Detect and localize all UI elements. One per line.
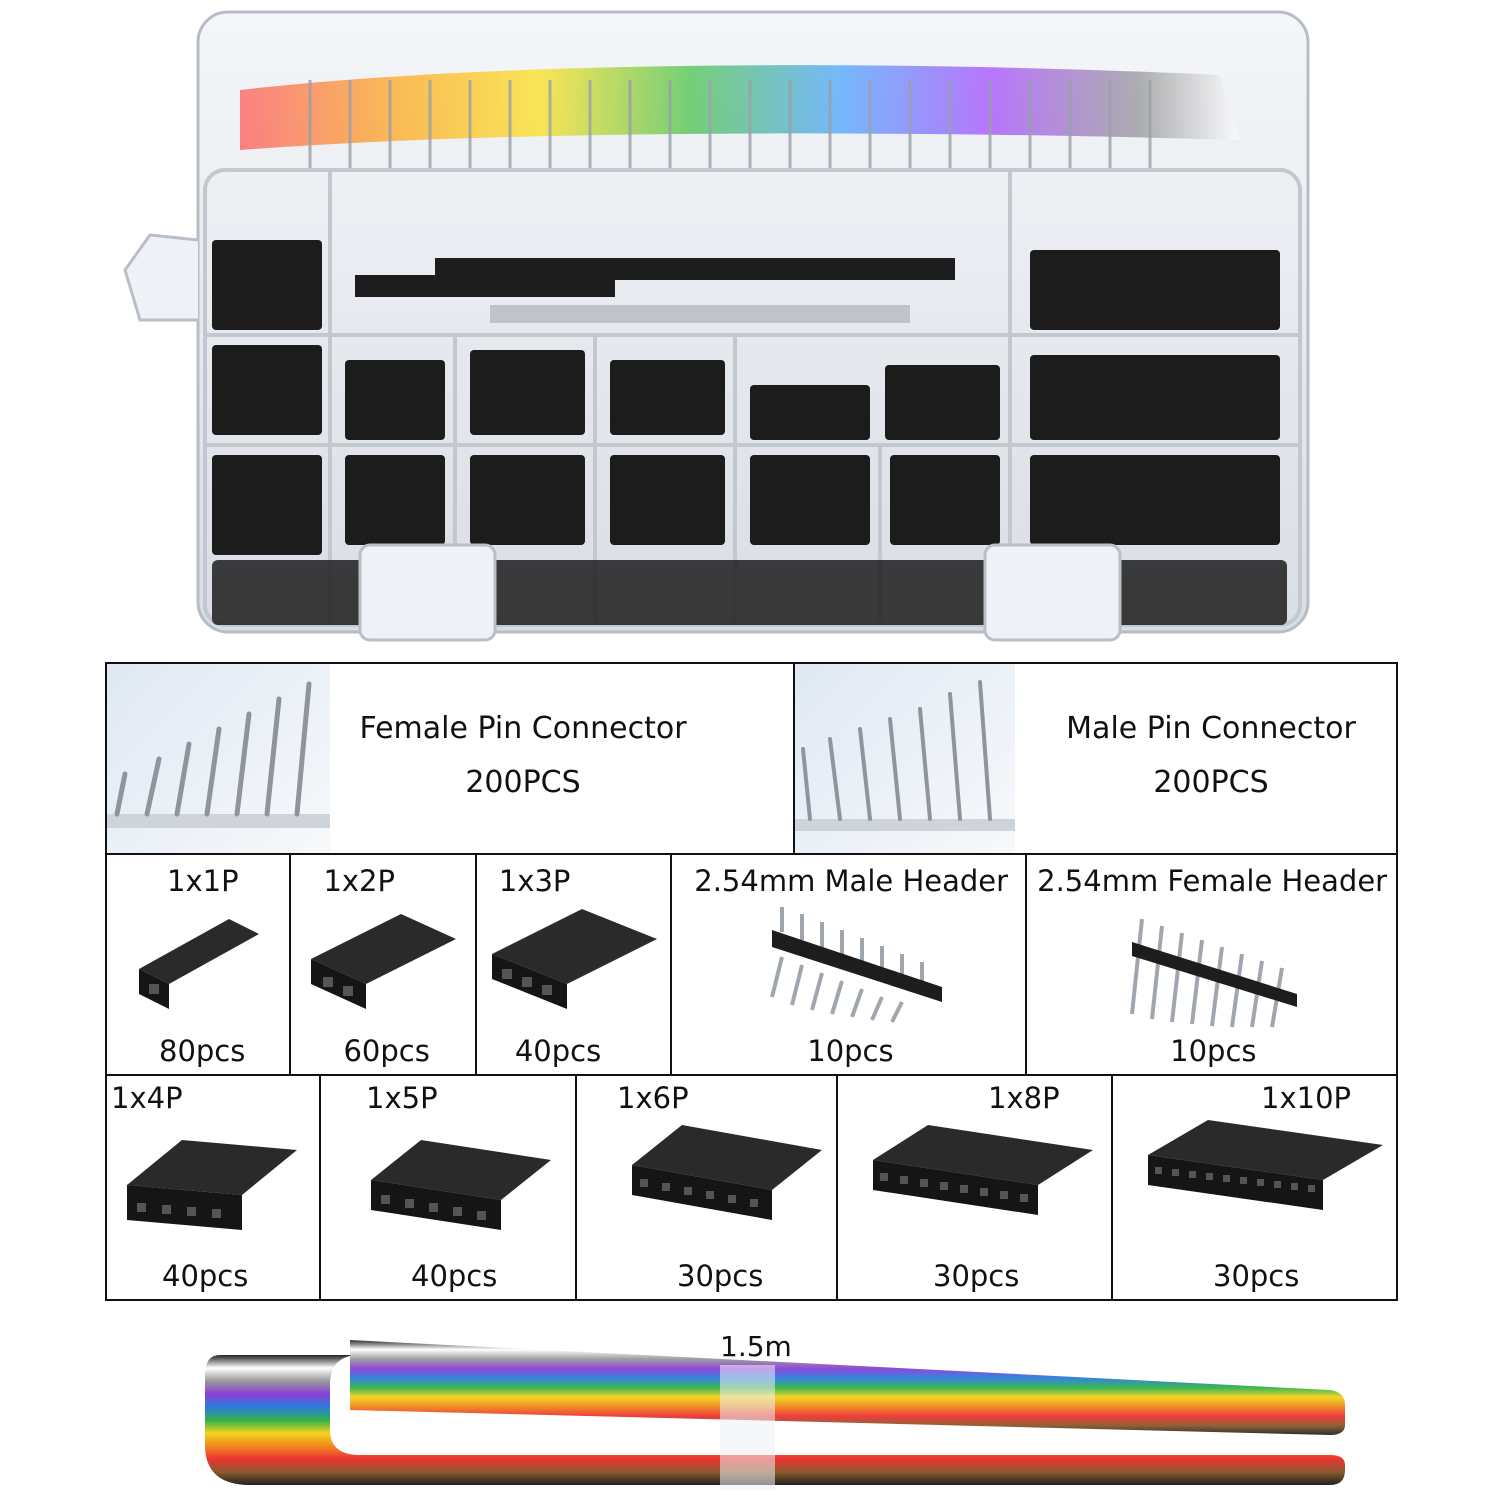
housing-1x8p-qty: 30pcs [933,1259,1020,1293]
housing-1x4p-label: 1x4P [111,1081,183,1115]
housing-1x3p-qty: 40pcs [514,1034,602,1068]
housing-1x5p-qty: 40pcs [411,1259,498,1293]
housing-1x10p-image [1148,1120,1383,1210]
housing-row-2: 1x4P 40pcs 1x5P 40pcs 1x6P 30pcs 1x8P [105,1075,1398,1301]
storage-box-image [123,10,1310,642]
housing-1x10p-qty: 30pcs [1213,1259,1300,1293]
housing-1x1p-image [139,919,259,1009]
housing-1x6p-label: 1x6P [617,1081,689,1115]
pin-connector-row: Female Pin Connector 200PCS Male Pin Con… [105,662,1398,855]
housing-1x2p-image [311,914,457,1009]
male-pin-connector-image [795,664,1015,853]
ribbon-cable-image [205,1340,1345,1490]
female-header-qty: 10pcs [1170,1034,1257,1068]
housing-1x3p-cell: 1x3P 40pcs [477,854,673,1074]
housing-1x4p-cell: 1x4P 40pcs [107,1075,321,1299]
male-pin-connector-label: Male Pin Connector [1066,711,1356,746]
female-pin-connector-qty: 200PCS [465,765,581,800]
housing-1x1p-qty: 80pcs [159,1034,246,1068]
female-pin-connector-label: Female Pin Connector [359,711,687,746]
housing-1x6p-image [632,1125,822,1220]
housing-1x1p-cell: 1x1P 80pcs [107,854,292,1074]
housing-1x4p-qty: 40pcs [162,1259,249,1293]
female-header-label: 2.54mm Female Header [1037,864,1388,898]
female-pin-connector-cell: Female Pin Connector 200PCS [107,664,795,853]
male-header-image [770,907,943,1023]
housing-1x5p-label: 1x5P [366,1081,438,1115]
housing-1x3p-image [491,909,657,1009]
housing-1x5p-cell: 1x5P 40pcs [321,1075,577,1299]
housing-1x8p-image [873,1125,1093,1215]
male-pin-connector-cell: Male Pin Connector 200PCS [795,664,1396,853]
housing-1x6p-qty: 30pcs [677,1259,764,1293]
housing-1x10p-label: 1x10P [1261,1081,1352,1115]
housing-1x8p-label: 1x8P [988,1081,1060,1115]
male-header-cell: 2.54mm Male Header 10pcs [672,854,1028,1074]
housing-1x1p-label: 1x1P [167,864,239,898]
male-header-label: 2.54mm Male Header [694,864,1009,898]
housing-row-1: 1x1P 80pcs 1x2P 60pcs 1x3P 40pcs 2.54mm … [105,854,1398,1076]
female-pin-connector-image [107,664,330,853]
female-header-image [1130,918,1298,1028]
male-header-qty: 10pcs [807,1034,894,1068]
cable-length-label: 1.5m [720,1330,792,1363]
male-pin-connector-qty: 200PCS [1153,765,1269,800]
housing-1x2p-label: 1x2P [323,864,395,898]
housing-1x4p-image [127,1140,297,1230]
housing-1x6p-cell: 1x6P 30pcs [577,1075,838,1299]
housing-1x8p-cell: 1x8P 30pcs [838,1075,1113,1299]
housing-1x2p-cell: 1x2P 60pcs [291,854,477,1074]
housing-1x2p-qty: 60pcs [343,1034,430,1068]
housing-1x3p-label: 1x3P [498,864,571,898]
housing-1x5p-image [371,1140,551,1230]
female-header-cell: 2.54mm Female Header 10pcs [1027,854,1396,1074]
housing-1x10p-cell: 1x10P 30pcs [1113,1075,1396,1299]
